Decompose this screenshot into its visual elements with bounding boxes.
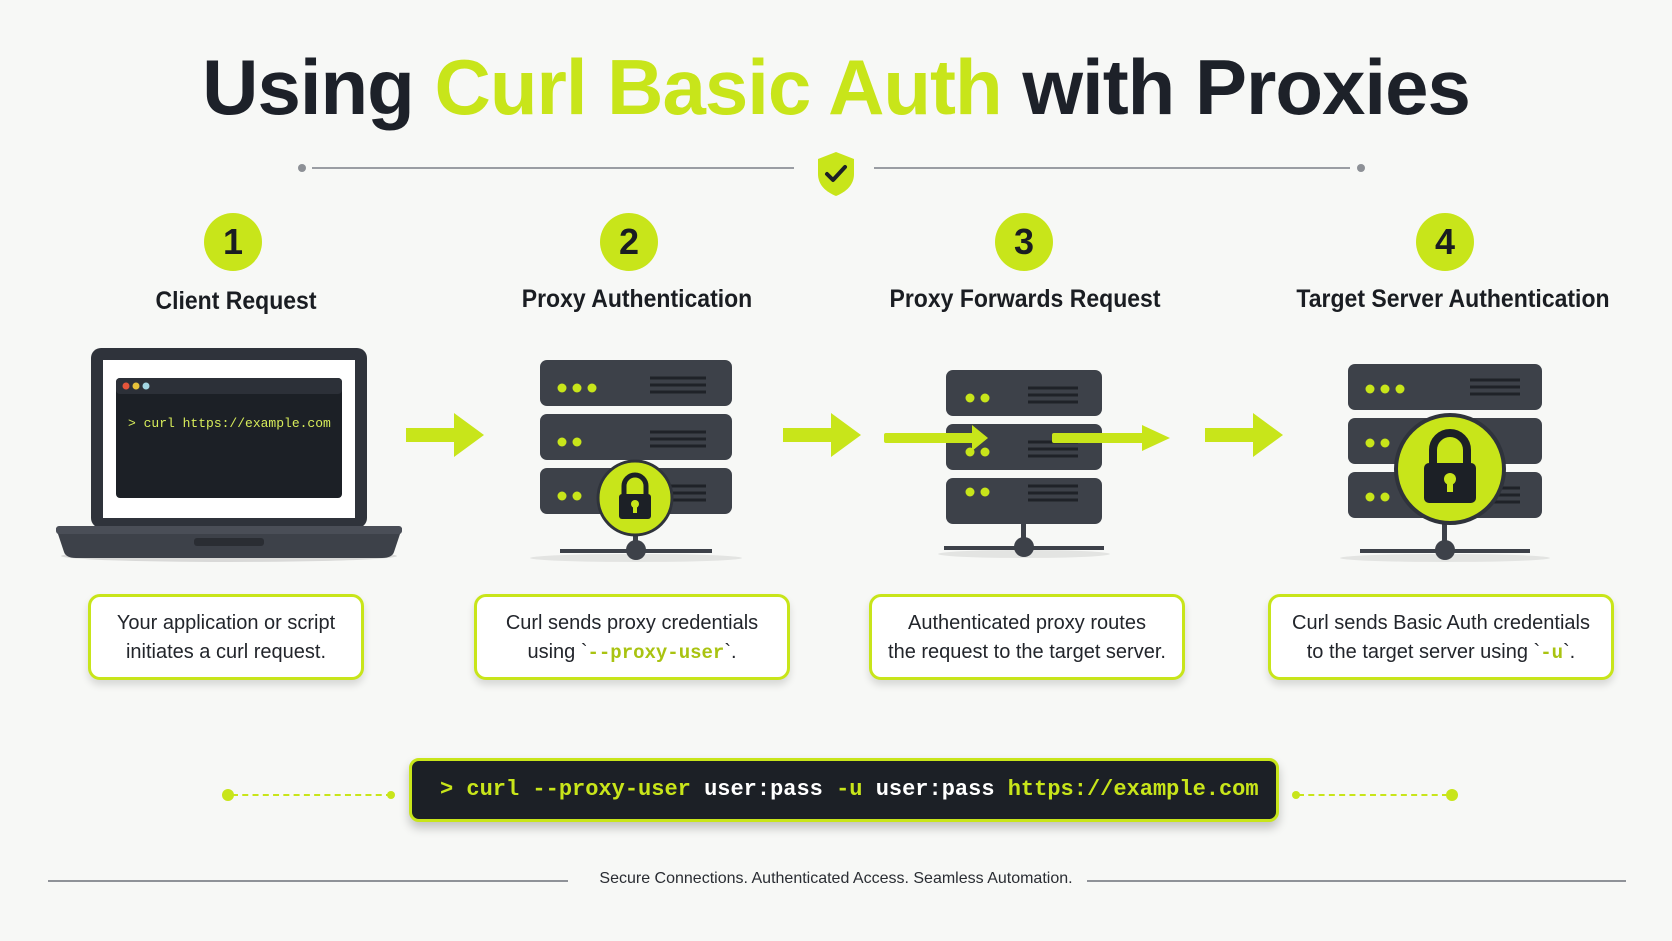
step-1-desc-line-2: initiates a curl request.	[125, 641, 327, 663]
laptop-icon	[56, 348, 402, 562]
footer-text: Secure Connections. Authenticated Access…	[585, 870, 1087, 887]
step-2-desc-line-2: using `--proxy-user`.	[477, 638, 787, 668]
step-4-desc-line-2: to the target server using `-u`.	[1271, 638, 1611, 668]
step-2-desc-post: `.	[724, 641, 737, 663]
laptop-terminal-text: > curl https://example.com	[128, 416, 331, 431]
step-3-title: Proxy Forwards Request	[889, 285, 1161, 313]
arrow-right-icon	[783, 413, 861, 457]
arrow-right-icon	[406, 413, 484, 457]
shield-check-icon	[818, 152, 854, 196]
connector-dot-left-inner	[387, 791, 395, 799]
arrow-right-icon	[1205, 413, 1283, 457]
command-curl: curl	[466, 777, 520, 802]
connector-line-left	[232, 794, 392, 796]
command-proxy-user-flag: --proxy-user	[532, 777, 691, 802]
command-prompt: >	[440, 777, 454, 802]
command-bar: > curl --proxy-user user:pass -u user:pa…	[409, 758, 1279, 822]
step-2-description: Curl sends proxy credentials using `--pr…	[474, 594, 790, 680]
step-4-desc-line-1: Curl sends Basic Auth credentials	[1292, 612, 1590, 634]
step-4-desc-pre: to the target server using `	[1306, 641, 1541, 663]
step-2-desc-pre: using `	[527, 641, 588, 663]
connector-line-right	[1298, 794, 1448, 796]
proxy-user-flag: --proxy-user	[587, 642, 725, 664]
step-3-number: 3	[995, 213, 1053, 271]
title-part-1: Using	[202, 43, 435, 131]
connector-dot-right-outer	[1446, 789, 1458, 801]
footer-tagline: Secure Connections. Authenticated Access…	[0, 870, 1672, 888]
step-4-description: Curl sends Basic Auth credentials to the…	[1268, 594, 1614, 680]
footer-line-right	[1070, 880, 1626, 882]
u-flag: -u	[1540, 642, 1564, 664]
step-3-desc-line-2: the request to the target server.	[888, 641, 1166, 663]
connector-dot-right-inner	[1292, 791, 1300, 799]
step-2-number: 2	[600, 213, 658, 271]
step-2-desc-line-1: Curl sends proxy credentials	[505, 612, 759, 634]
divider-line-right	[874, 167, 1350, 169]
step-4-title: Target Server Authentication	[1296, 285, 1610, 313]
step-1-desc-line-1: Your application or script	[116, 612, 336, 634]
step-4-number: 4	[1416, 213, 1474, 271]
divider-dot-left	[298, 164, 306, 172]
lock-icon	[1394, 413, 1506, 525]
step-3-desc-line-1: Authenticated proxy routes	[908, 612, 1146, 634]
step-4-desc-post: `.	[1563, 641, 1576, 663]
lock-icon	[596, 459, 674, 537]
title-accent: Curl Basic Auth	[434, 43, 1003, 131]
command-server-credentials: user:pass	[875, 777, 995, 802]
command-u-flag: -u	[836, 777, 863, 802]
divider-line-left	[312, 167, 794, 169]
server-icon	[530, 360, 742, 562]
command-proxy-credentials: user:pass	[704, 777, 823, 802]
step-1-number: 1	[204, 213, 262, 271]
request-flow-arrow	[884, 425, 1170, 451]
footer-line-left	[48, 880, 568, 882]
step-3-description: Authenticated proxy routes the request t…	[869, 594, 1185, 680]
command-url: https://example.com	[1007, 777, 1259, 802]
connector-dot-left-outer	[222, 789, 234, 801]
step-1-title: Client Request	[155, 287, 317, 315]
title-part-3: with Proxies	[1001, 43, 1470, 131]
page-title: Using Curl Basic Auth with Proxies	[0, 48, 1672, 126]
divider-dot-right	[1357, 164, 1365, 172]
step-1-description: Your application or script initiates a c…	[88, 594, 364, 680]
server-icon	[938, 370, 1110, 558]
step-2-title: Proxy Authentication	[521, 285, 753, 313]
